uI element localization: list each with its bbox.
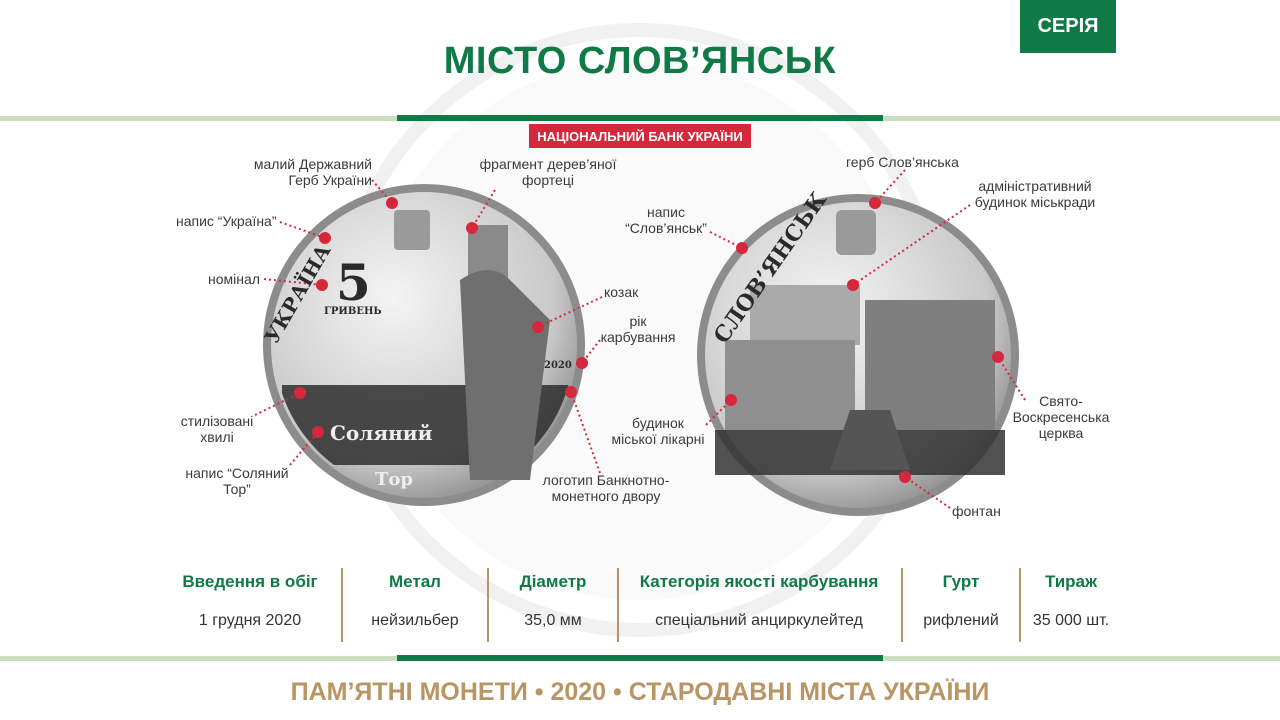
spec-divider [341, 568, 343, 642]
coin-denomination: 5 [336, 253, 371, 312]
bottom-divider-accent [397, 655, 883, 661]
admin-building-image [750, 285, 860, 345]
spec-label-quality: Категорія якості карбування [639, 572, 879, 591]
reverse-coin [697, 194, 1019, 516]
spec-divider [617, 568, 619, 642]
callout-cossack: козак [604, 284, 639, 300]
spec-divider [901, 568, 903, 642]
spec-label-edge: Гурт [942, 572, 980, 591]
spec-value-metal: нейзильбер [371, 612, 459, 629]
coin-inscription-1: Соляний [330, 421, 433, 445]
spec-value-quality: спеціальний анциркулейтед [655, 612, 863, 629]
spec-divider [1019, 568, 1021, 642]
callout-denomination: номінал [208, 271, 260, 287]
fountain-image [830, 410, 910, 470]
callout-ukraine-inscription: напис “Україна” [176, 213, 277, 229]
footer-series-title: ПАМ’ЯТНІ МОНЕТИ • 2020 • СТАРОДАВНІ МІСТ… [290, 678, 990, 706]
obverse-coin [263, 184, 585, 506]
issuer-badge: НАЦІОНАЛЬНИЙ БАНК УКРАЇНИ [529, 124, 751, 148]
spec-label-circulation: Введення в обіг [182, 572, 318, 591]
coin-year: 2020 [544, 360, 572, 371]
spec-value-circulation: 1 грудня 2020 [198, 612, 302, 629]
spec-value-edge: рифлений [923, 612, 999, 629]
spec-label-diameter: Діаметр [519, 572, 587, 591]
series-badge: СЕРІЯ [1020, 0, 1116, 53]
callout-dots [294, 197, 1004, 483]
callout-city-inscription: напис“Слов’янськ” [625, 204, 707, 236]
cossack-image [460, 270, 550, 480]
coat-of-arms-icon [394, 210, 430, 250]
coin-currency: ГРИВЕНЬ [324, 306, 382, 317]
church-image [865, 300, 995, 430]
callout-fountain: фонтан [952, 503, 1001, 519]
hospital-image [725, 340, 855, 430]
spec-divider [487, 568, 489, 642]
spec-label-metal: Метал [389, 572, 441, 591]
spec-value-diameter: 35,0 мм [524, 612, 582, 629]
city-arms-icon [836, 210, 876, 255]
coin-inscription-2: Тор [375, 469, 413, 490]
callout-city-arms: герб Слов’янська [846, 154, 959, 170]
top-divider-accent [397, 115, 883, 121]
spec-label-mintage: Тираж [1044, 572, 1098, 591]
callout-lines [254, 169, 1026, 509]
page-title: МІСТО СЛОВ’ЯНСЬК [443, 40, 837, 82]
spec-value-mintage: 35 000 шт. [1032, 612, 1110, 629]
callout-mint-logo: логотип Банкнотно-монетного двору [542, 472, 670, 504]
